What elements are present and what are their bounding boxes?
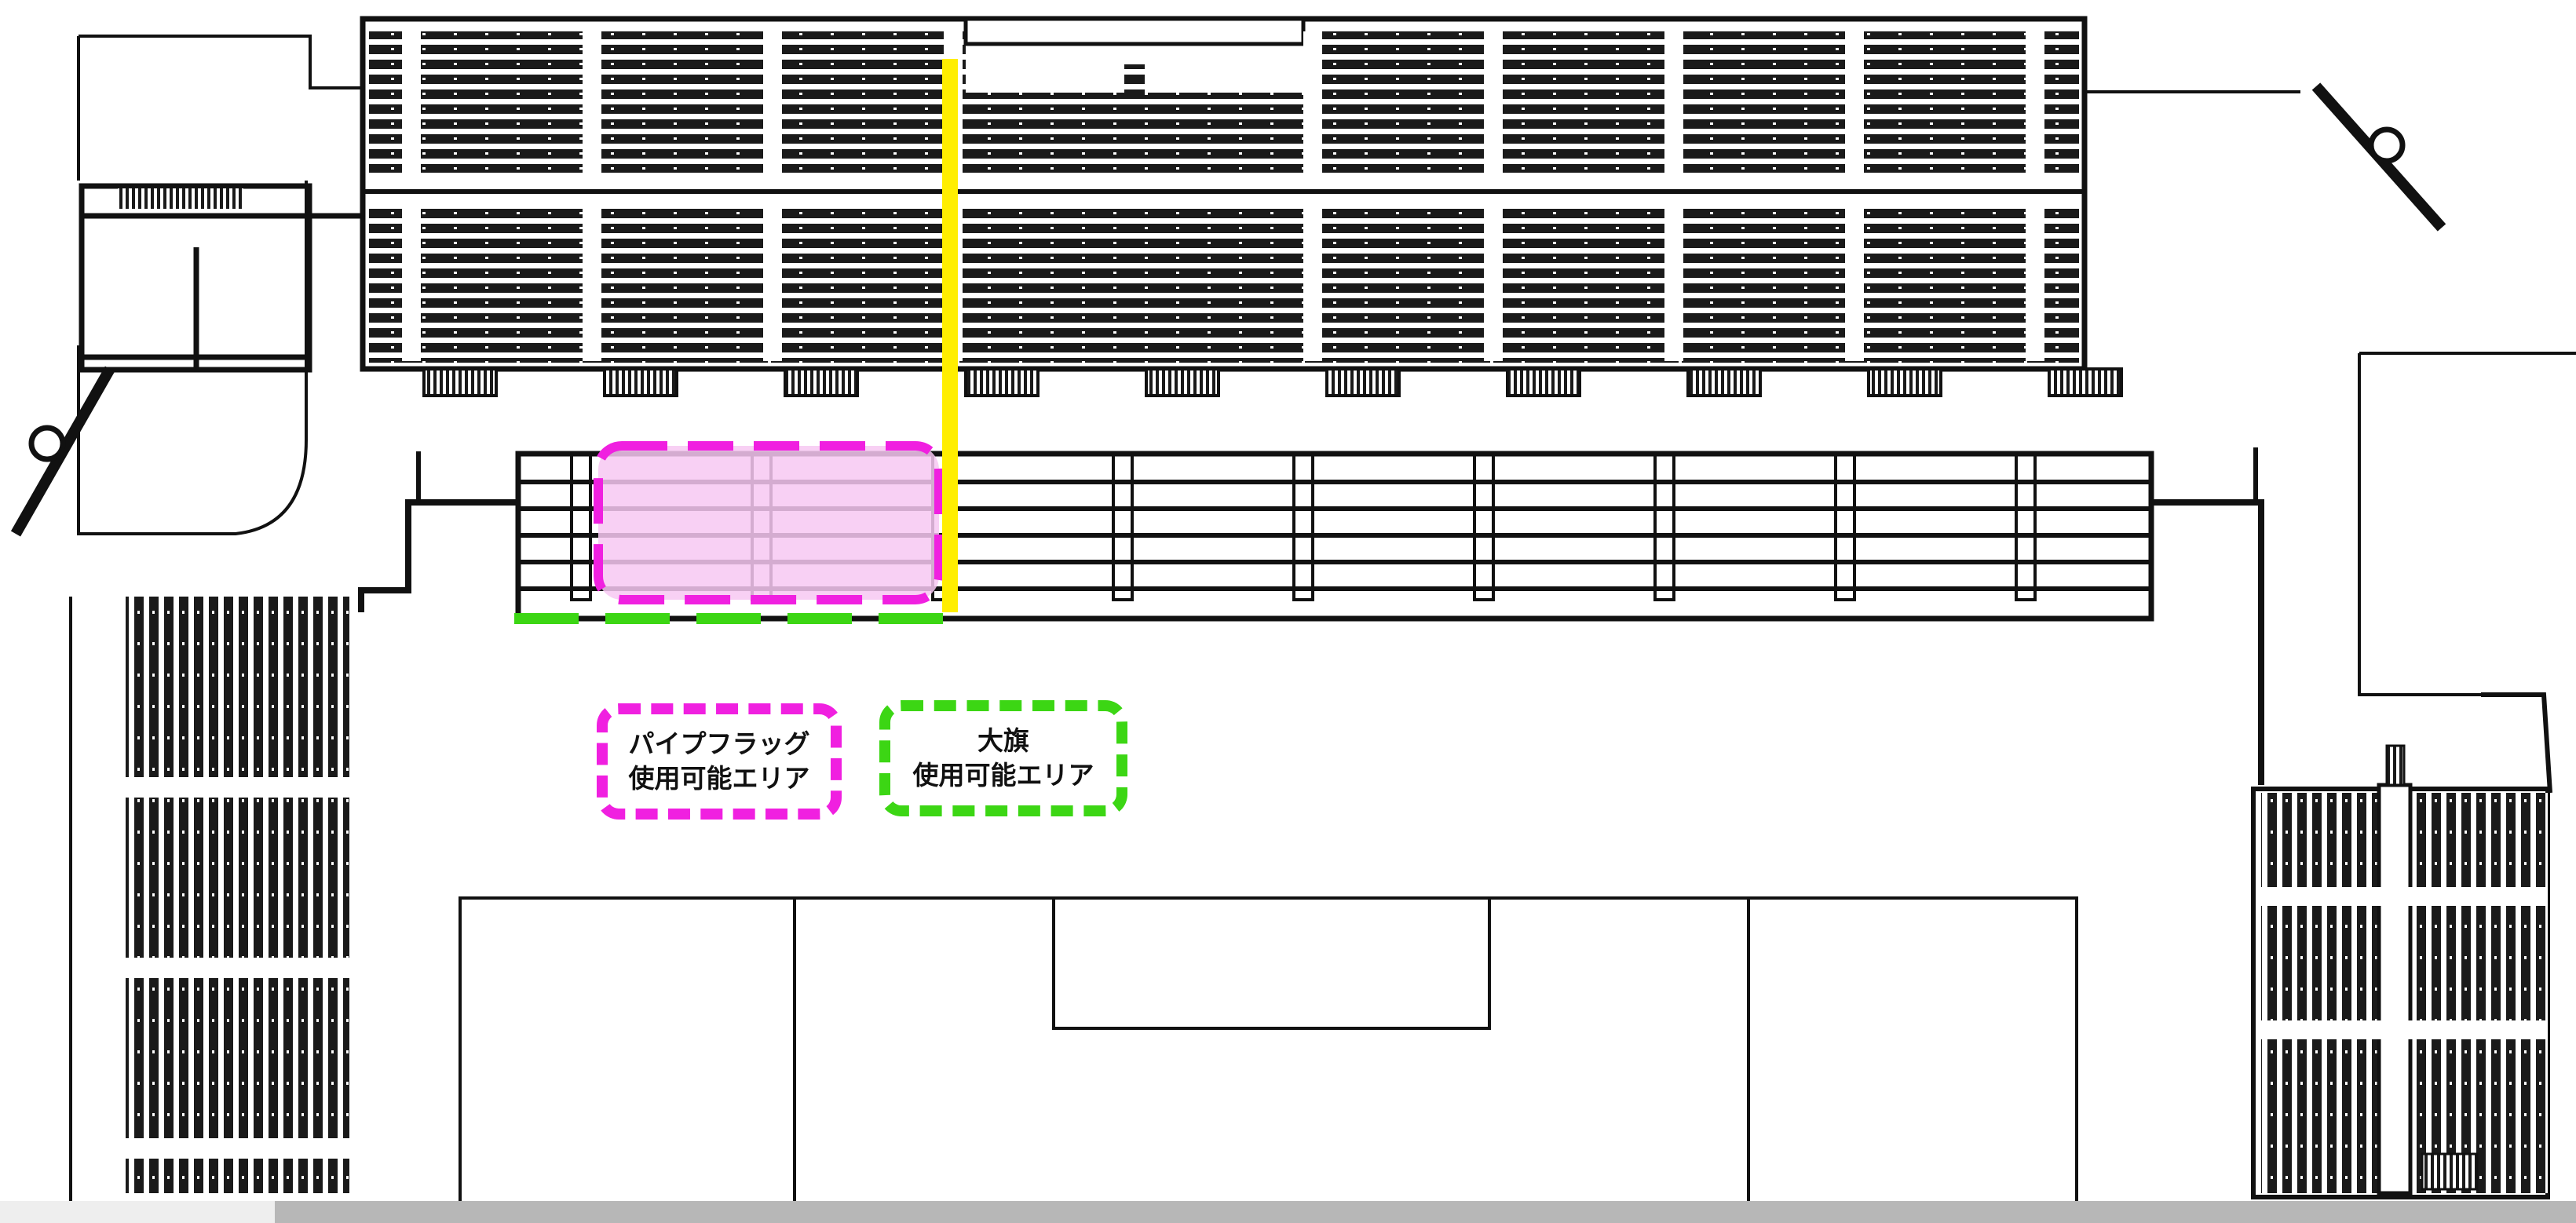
legend-pipe-flag-line1: パイプフラッグ (628, 728, 810, 759)
legend-big-flag-line2: 使用可能エリア (912, 760, 1094, 790)
legend-pipe-flag-line2: 使用可能エリア (628, 763, 810, 794)
legend-big-flag-line1: 大旗 (977, 725, 1029, 756)
gate-right (2311, 82, 2446, 232)
pipe-flag-area (594, 441, 944, 604)
right-stand (2251, 692, 2552, 1199)
left-rooms (79, 183, 363, 373)
left-stand (126, 597, 349, 1193)
upper-stand (360, 16, 2088, 372)
left-room-stairs (118, 188, 243, 209)
legend-big-flag: 大旗 使用可能エリア (879, 700, 1127, 816)
bottom-band (0, 1201, 2576, 1223)
legend-pipe-flag: パイプフラッグ 使用可能エリア (597, 703, 842, 820)
building-walls (69, 35, 2576, 1201)
gate-left (10, 366, 115, 537)
upper-stand-vomitories (422, 367, 2123, 397)
field-outlines (459, 896, 2078, 1201)
